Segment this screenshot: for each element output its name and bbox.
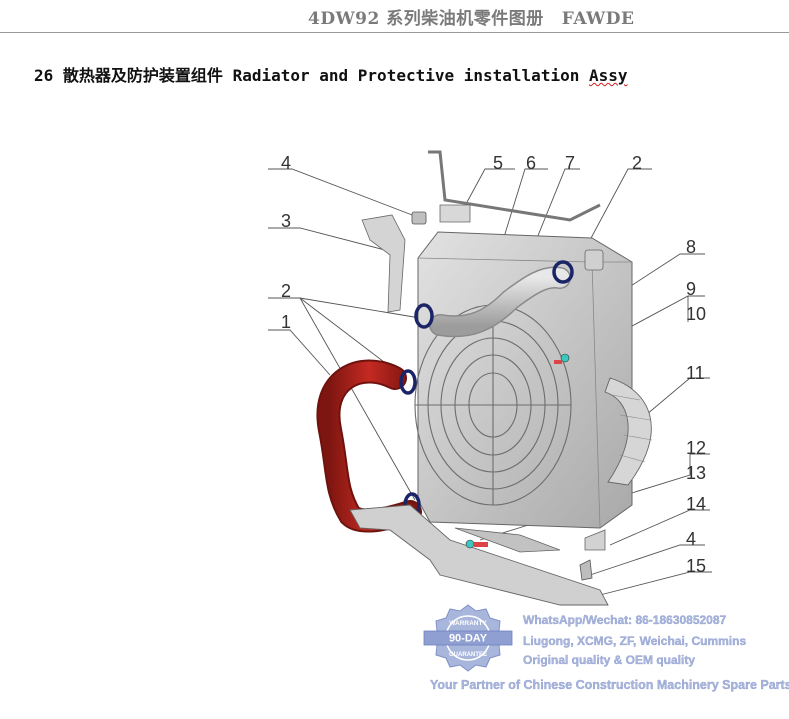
- callout-2-top: 2: [632, 153, 643, 173]
- callout-6: 6: [526, 153, 537, 173]
- callout-9: 9: [686, 279, 697, 299]
- callout-4-bottom: 4: [686, 529, 697, 549]
- watermark-quality: Original quality & OEM quality: [523, 653, 696, 667]
- warranty-seal-icon: 90-DAY WARRANTY GUARANTEE: [423, 604, 513, 672]
- callout-15: 15: [686, 556, 707, 576]
- callout-3: 3: [281, 211, 292, 231]
- badge-mid-text: 90-DAY: [449, 633, 488, 645]
- callout-2-left: 2: [281, 281, 292, 301]
- callout-7: 7: [565, 153, 576, 173]
- badge-bottom-text: GUARANTEE: [449, 652, 487, 658]
- section-title-en-assy: Assy: [588, 66, 628, 85]
- badge-top-text: WARRANTY: [449, 620, 487, 627]
- header-title: 4DW92 系列柴油机零件图册: [308, 9, 544, 29]
- callout-10: 10: [686, 304, 707, 324]
- section-title: 26 散热器及防护装置组件 Radiator and Protective in…: [34, 62, 628, 86]
- callout-11: 11: [686, 363, 705, 383]
- warranty-badge: 90-DAY WARRANTY GUARANTEE: [420, 603, 516, 677]
- callout-14: 14: [686, 494, 707, 514]
- header-text: 4DW92 系列柴油机零件图册 FAWDE: [308, 4, 634, 29]
- header-brand: FAWDE: [561, 9, 635, 29]
- callout-4-top: 4: [281, 153, 292, 173]
- watermark-contact: WhatsApp/Wechat: 86-18630852087: [523, 613, 727, 627]
- callout-5: 5: [493, 153, 504, 173]
- section-number: 26: [34, 66, 54, 85]
- watermark-brands: Liugong, XCMG, ZF, Weichai, Cummins: [523, 634, 747, 648]
- callout-8: 8: [686, 237, 697, 257]
- watermark-slogan: Your Partner of Chinese Construction Mac…: [430, 678, 789, 692]
- section-title-en: Radiator and Protective installation: [232, 66, 589, 85]
- leader-lines: [268, 168, 712, 596]
- callout-13: 13: [686, 463, 707, 483]
- section-title-cn: 散热器及防护装置组件: [62, 66, 223, 85]
- callout-12: 12: [686, 438, 707, 458]
- page-header: 4DW92 系列柴油机零件图册 FAWDE: [0, 0, 789, 33]
- callout-1: 1: [281, 312, 292, 332]
